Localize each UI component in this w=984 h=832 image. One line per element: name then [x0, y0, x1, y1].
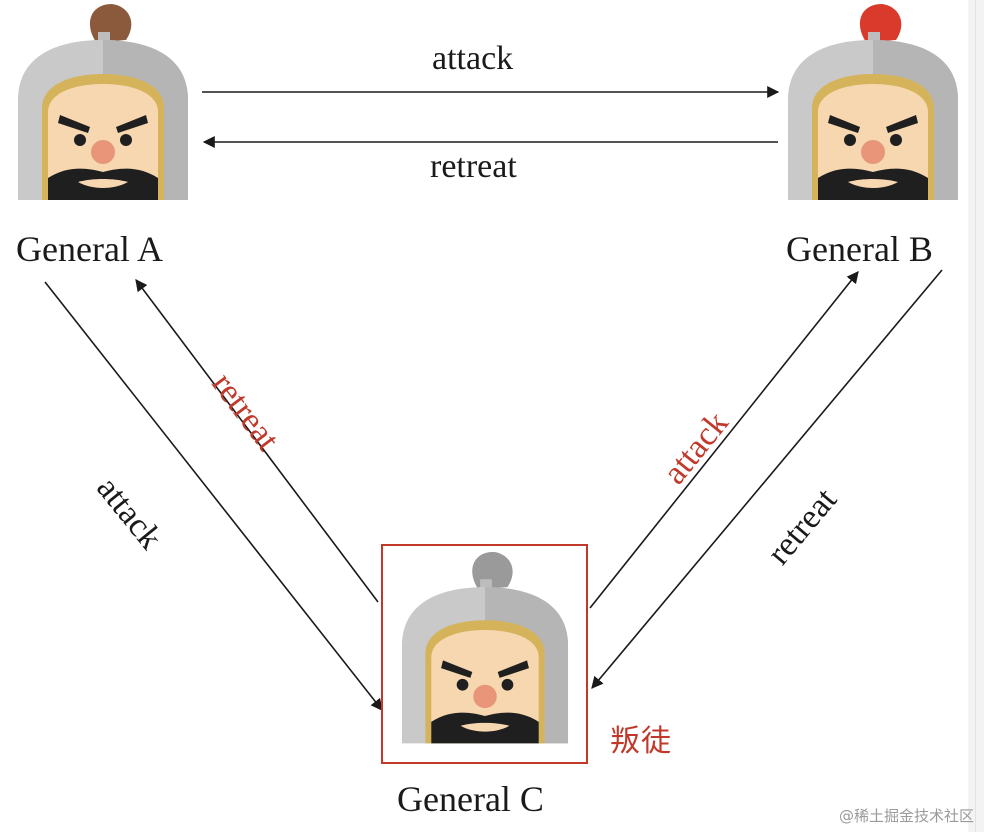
window-edge-line — [975, 0, 976, 832]
general-b-label: General B — [786, 229, 933, 269]
traitor-tag: 叛徒 — [610, 724, 672, 759]
plume-icon — [472, 551, 513, 590]
plume-icon — [859, 4, 902, 42]
arrow-c-to-a — [135, 279, 379, 603]
window-edge — [968, 0, 984, 832]
arrow-b-to-c — [591, 269, 943, 689]
edge-label-a-to-b: attack — [432, 40, 514, 77]
general-c-avatar — [401, 551, 569, 744]
general-a-label: General A — [16, 229, 163, 269]
arrow-c-to-b — [589, 271, 859, 609]
general-c-label: General C — [397, 779, 544, 819]
general-a-avatar — [18, 4, 188, 200]
traitor-highlight-box — [381, 544, 588, 764]
general-b-avatar — [788, 4, 958, 200]
arrow-a-to-c — [44, 281, 383, 711]
edge-label-b-to-a: retreat — [430, 148, 517, 185]
watermark: @稀土掘金技术社区 — [838, 807, 974, 825]
plume-icon — [89, 4, 132, 42]
